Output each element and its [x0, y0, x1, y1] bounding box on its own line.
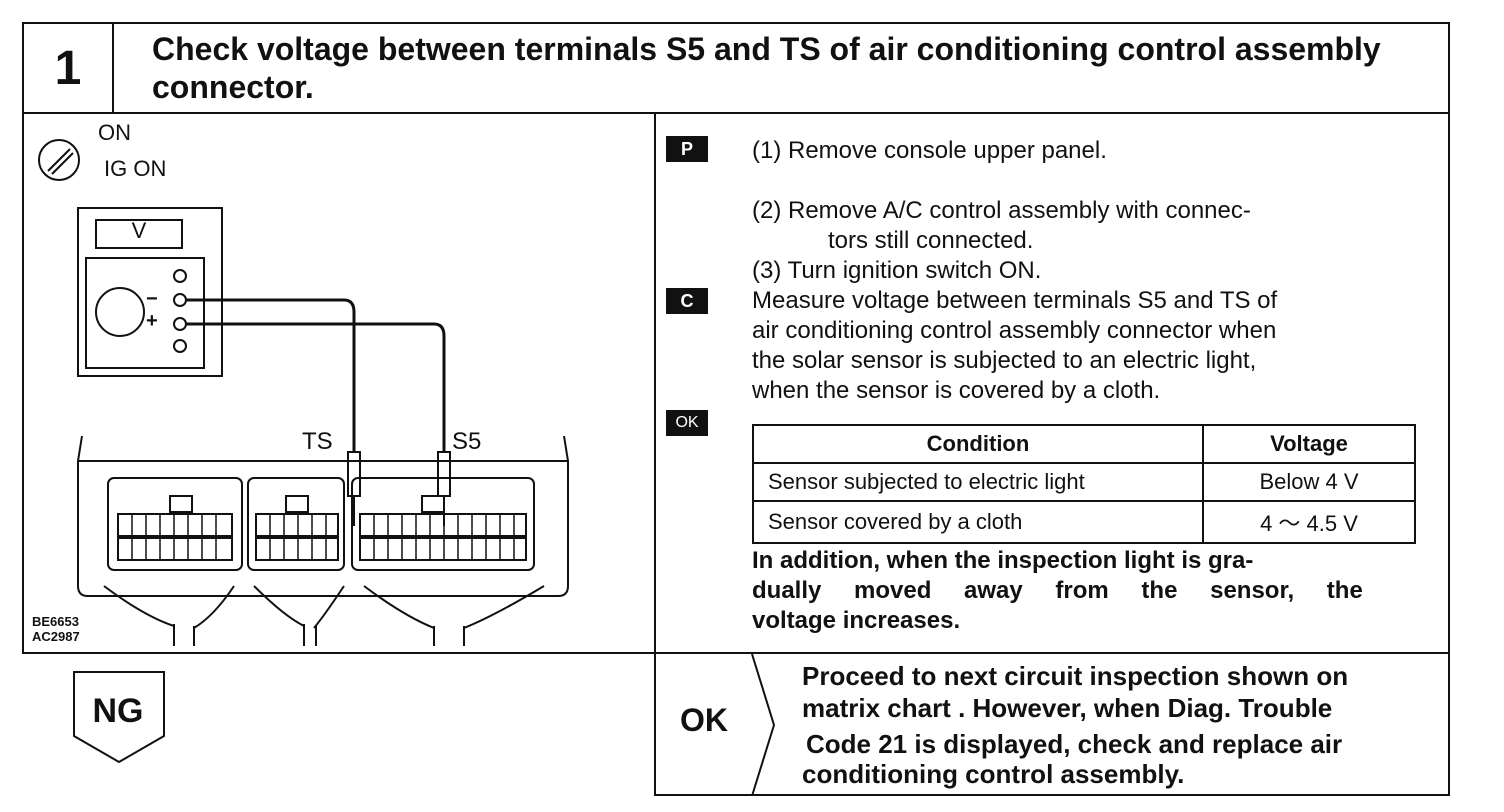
table-cell-voltage: 4 ～ 4.5 V: [1202, 500, 1416, 544]
ignition-on-label: ON: [98, 120, 131, 145]
column-divider: [654, 114, 656, 654]
figure-code-1: BE6653: [32, 614, 79, 629]
ignition-ig-on-label: IG ON: [104, 156, 167, 181]
terminal-ts-label: TS: [302, 428, 333, 455]
body-frame: [22, 114, 1450, 654]
probe-wires: [186, 298, 446, 452]
ok-instruction-line-3: Code 21 is displayed, check and replace …: [806, 729, 1343, 759]
tag-c: C: [666, 288, 708, 314]
measure-line-1: Measure voltage between terminals S5 and…: [752, 287, 1278, 314]
measure-line-4: when the sensor is covered by a cloth.: [752, 377, 1161, 404]
tag-ok: OK: [666, 410, 708, 436]
meter-minus-label: −: [146, 288, 158, 310]
connector-housing: [77, 435, 569, 597]
ng-result-badge: [73, 671, 165, 764]
probe-ts: [347, 451, 361, 497]
table-header-voltage: Voltage: [1202, 424, 1416, 464]
wire-harness: [103, 585, 545, 646]
table-cell-condition: Sensor covered by a cloth: [752, 500, 1204, 544]
step-title: Check voltage between terminals S5 and T…: [152, 31, 1381, 105]
table-row: Sensor subjected to electric light Below…: [752, 462, 1416, 502]
table-row: Sensor covered by a cloth 4 ～ 4.5 V: [752, 500, 1416, 544]
ok-instruction-line-4: conditioning control assembly.: [802, 759, 1185, 789]
note-line-3: voltage increases.: [752, 607, 961, 634]
ok-arrow-divider: [751, 654, 776, 796]
note-line-2: dually moved away from the sensor, the: [752, 577, 1363, 604]
table-cell-condition: Sensor subjected to electric light: [752, 462, 1204, 502]
procedure-step-1: (1) Remove console upper panel.: [752, 137, 1107, 164]
ok-label: OK: [680, 702, 728, 738]
procedure-step-2-line2: tors still connected.: [828, 227, 1034, 254]
figure-code-2: AC2987: [32, 629, 80, 644]
measure-line-3: the solar sensor is subjected to an elec…: [752, 347, 1257, 374]
table-header-row: Condition Voltage: [752, 424, 1416, 464]
measure-line-2: air conditioning control assembly connec…: [752, 317, 1277, 344]
table-header-condition: Condition: [752, 424, 1204, 464]
ok-instruction-line-1: Proceed to next circuit inspection shown…: [802, 661, 1349, 691]
note-line-1: In addition, when the inspection light i…: [752, 547, 1254, 574]
meter-range-label: V: [131, 218, 147, 243]
procedure-step-2-line1: (2) Remove A/C control assembly with con…: [752, 197, 1251, 224]
ok-result-box: [654, 654, 1450, 796]
ignition-key-icon: [38, 139, 80, 181]
tag-p: P: [666, 136, 708, 162]
meter-plus-label: +: [146, 310, 158, 332]
ng-label: NG: [92, 692, 144, 730]
wiring-diagram: [38, 139, 569, 646]
procedure-step-3: (3) Turn ignition switch ON.: [752, 257, 1042, 284]
condition-table: Condition Voltage Sensor subjected to el…: [752, 424, 1416, 544]
ok-instruction-line-2: matrix chart . However, when Diag. Troub…: [802, 693, 1333, 723]
probe-s5: [437, 451, 451, 497]
terminal-s5-label: S5: [452, 428, 482, 455]
table-cell-voltage: Below 4 V: [1202, 462, 1416, 502]
title-box: [112, 22, 1450, 114]
step-number: 1: [22, 22, 114, 114]
